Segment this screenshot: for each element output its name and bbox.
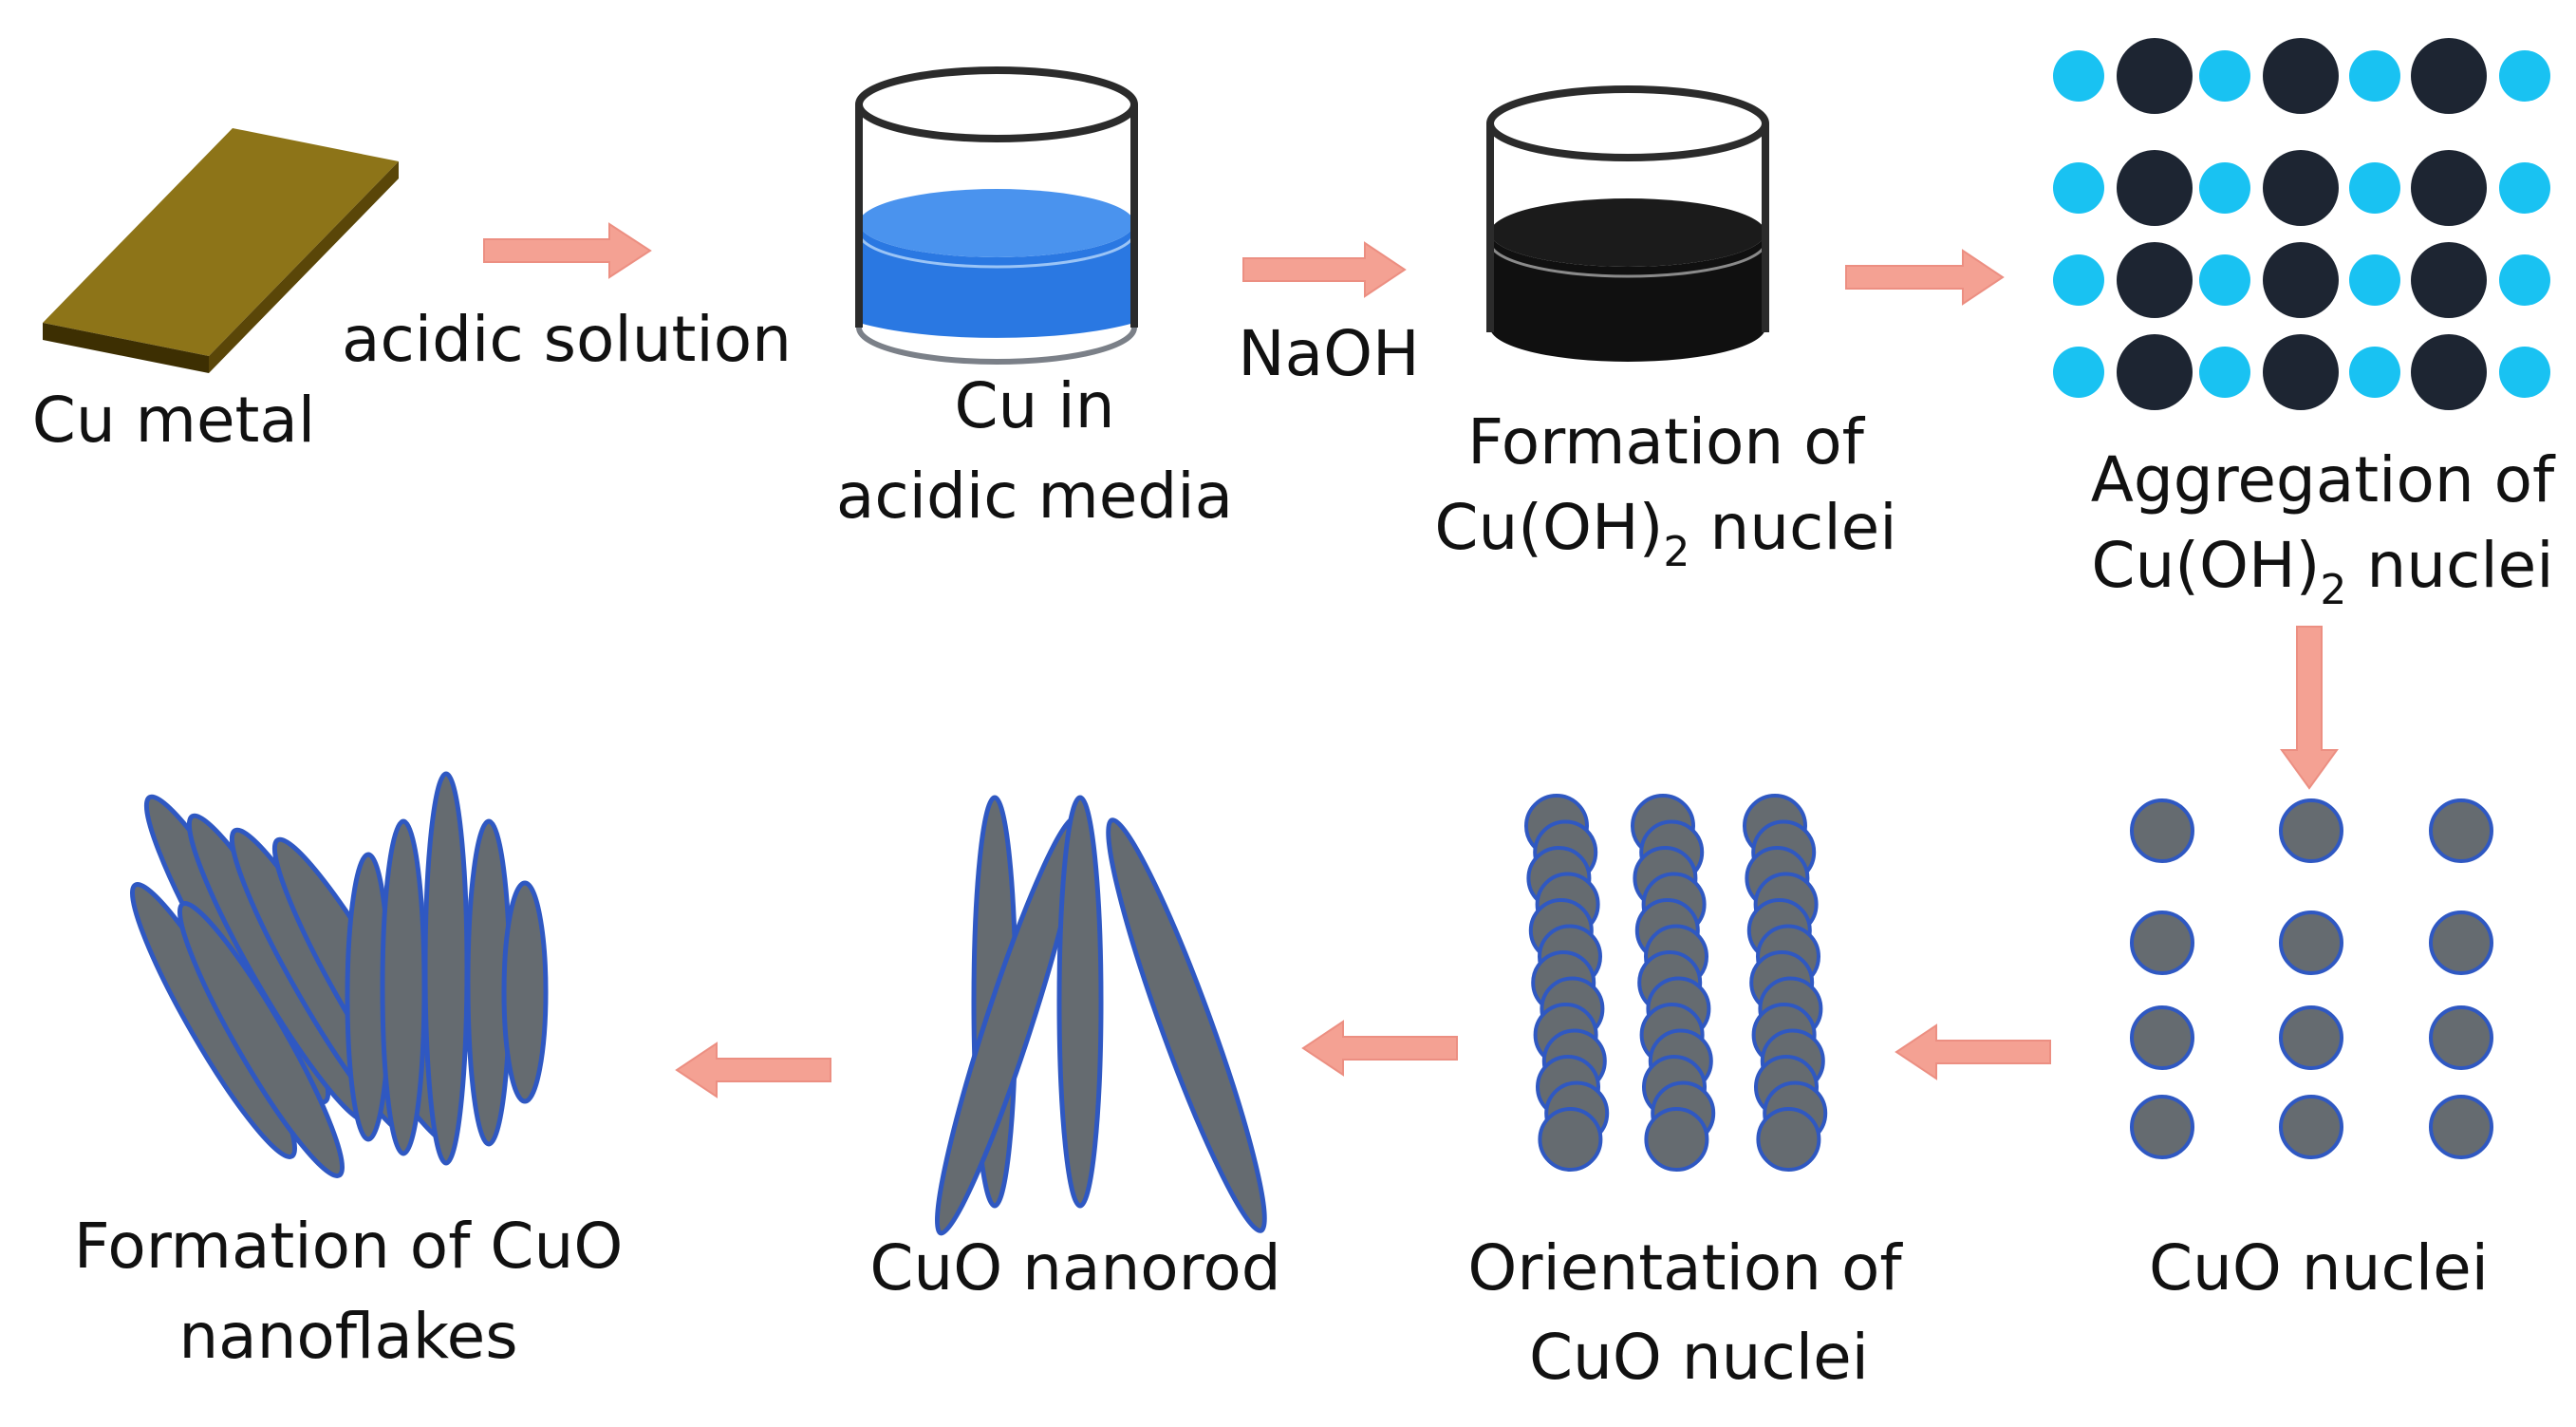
light-nucleus [2199,347,2250,398]
light-nucleus [2053,162,2104,214]
light-nucleus [2349,162,2400,214]
dark-nucleus [2263,38,2339,114]
dark-nucleus [2117,242,2193,318]
nanorod [1106,817,1267,1233]
dark-nucleus [2411,242,2487,318]
aggregation-nuclei-grid [2053,38,2550,410]
cuo-nucleus [2429,1005,2493,1070]
light-nucleus [2349,347,2400,398]
oriented-nucleus [1756,1107,1821,1172]
dark-nucleus [2117,150,2193,226]
oriented-nuclei-columns [1524,794,1828,1172]
cuo-nucleus [2130,1005,2194,1070]
cuo-nucleus [2429,911,2493,975]
cuo-nuclei-grid [2130,798,2493,1159]
nanorod [1056,795,1104,1209]
cuo-nucleus [2130,911,2194,975]
label-cuo-nanorod: CuO nanorod [869,1231,1280,1305]
dark-nucleus [2411,150,2487,226]
label-formation-2: Cu(OH)2 nuclei [1434,491,1896,576]
label-naoh: NaOH [1238,317,1419,390]
light-nucleus [2053,347,2104,398]
arrow-left-2 [1301,1020,1458,1077]
label-nanoflakes-1: Formation of CuO [74,1210,624,1283]
cuo-nanorods [934,795,1267,1236]
cuo-nucleus [2279,798,2343,863]
light-nucleus [2199,162,2250,214]
light-nucleus [2499,254,2550,306]
arrow-right-3 [1845,249,2005,306]
nanoflake-sheet [422,771,470,1166]
cuo-nucleus [2429,1095,2493,1159]
oriented-nucleus [1538,1107,1603,1172]
cuo-nucleus [2130,798,2194,863]
label-formation-1: Formation of [1467,405,1865,479]
dark-nucleus [2263,334,2339,410]
cuo-nanoflakes [129,771,549,1178]
light-nucleus [2349,50,2400,102]
arrow-down [2280,626,2339,790]
arrow-right-1 [483,222,652,279]
label-cuo-nuclei: CuO nuclei [2149,1231,2489,1305]
light-nucleus [2053,254,2104,306]
cuo-nucleus [2279,1005,2343,1070]
beaker-dark-solution [1486,85,1769,362]
cuo-nucleus [2279,911,2343,975]
nanoflake-sheet [501,880,549,1104]
label-cu-in-1: Cu in [954,369,1114,442]
cu-metal-plate [43,128,399,373]
light-nucleus [2499,347,2550,398]
arrow-left-1 [1895,1023,2051,1080]
cuo-nucleus [2429,798,2493,863]
dark-nucleus [2263,242,2339,318]
arrow-left-3 [675,1042,831,1098]
label-acidic-solution: acidic solution [342,303,792,376]
label-nanoflakes-2: nanoflakes [178,1300,517,1373]
label-orientation-1: Orientation of [1467,1231,1903,1305]
light-nucleus [2199,50,2250,102]
dark-nucleus [2411,334,2487,410]
light-nucleus [2499,162,2550,214]
arrow-right-2 [1242,241,1407,298]
label-orientation-2: CuO nuclei [1529,1321,1869,1394]
oriented-nucleus [1644,1107,1709,1172]
nanoflake-sheet [380,818,427,1156]
label-cu-metal: Cu metal [32,384,315,457]
label-aggregation-2: Cu(OH)2 nuclei [2091,529,2553,614]
dark-nucleus [2117,38,2193,114]
dark-nucleus [2263,150,2339,226]
nanoflake-sheet [177,901,345,1178]
light-nucleus [2349,254,2400,306]
label-cu-in-2: acidic media [836,460,1233,533]
cuo-nucleus [2130,1095,2194,1159]
beaker-blue-solution [855,66,1138,365]
light-nucleus [2199,254,2250,306]
dark-nucleus [2117,334,2193,410]
label-aggregation-1: Aggregation of [2091,443,2556,516]
light-nucleus [2053,50,2104,102]
light-nucleus [2499,50,2550,102]
cuo-nucleus [2279,1095,2343,1159]
dark-nucleus [2411,38,2487,114]
